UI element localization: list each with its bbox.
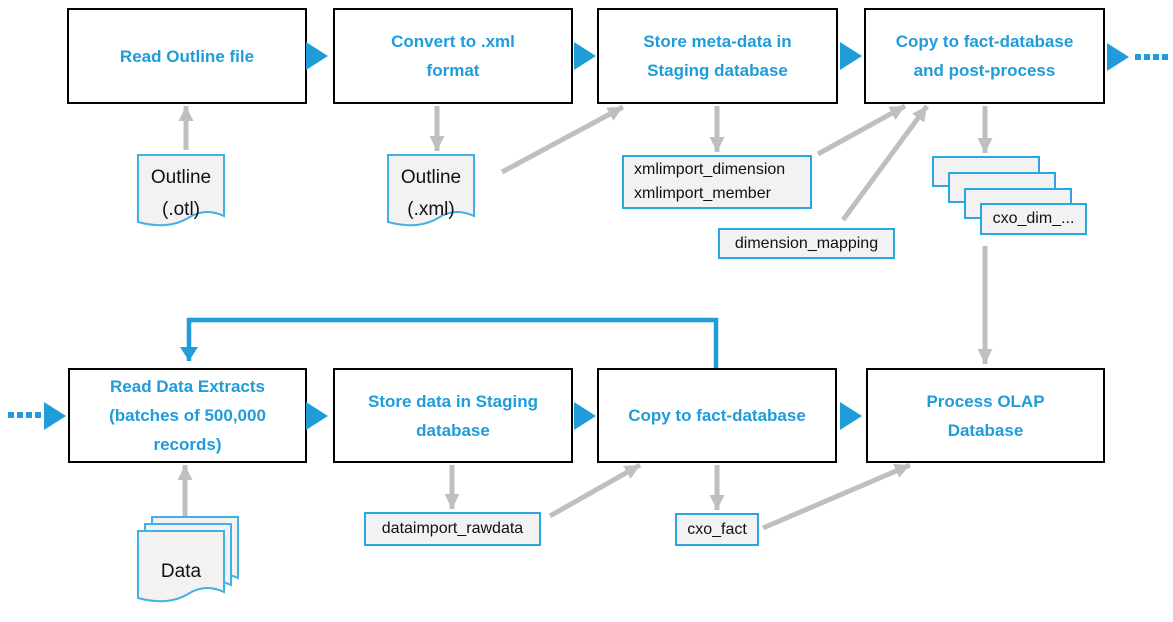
process-label: Convert to .xml [391, 32, 515, 51]
table-label: cxo_fact [687, 520, 747, 538]
process-label: (batches of 500,000 [109, 406, 266, 425]
flow-triangle-icon [574, 402, 596, 430]
document-label: Outline [400, 167, 462, 188]
process-label: Read Outline file [119, 46, 255, 66]
loop-arrow-copy-fact-to-read-extracts [180, 317, 719, 368]
table-cxo-dim: cxo_dim_... [980, 203, 1087, 235]
process-copy-fact-postprocess: Copy to fact-database and post-process [864, 8, 1105, 104]
document-outline-xml: Outline (.xml) [387, 154, 475, 240]
flow-triangle-icon [840, 402, 862, 430]
process-read-outline-file: Read Outline file [67, 8, 307, 104]
process-process-olap-database: Process OLAP Database [866, 368, 1105, 463]
table-label: xmlimport_dimension [634, 161, 786, 178]
continuation-dots-icon [8, 412, 41, 418]
document-label: (.otl) [162, 199, 200, 220]
process-label: Process OLAP [926, 391, 1045, 411]
process-label: format [426, 61, 480, 80]
table-dimension-mapping: dimension_mapping [718, 228, 895, 259]
process-copy-fact-database: Copy to fact-database [597, 368, 837, 463]
process-label: Staging database [647, 61, 788, 80]
table-label: xmlimport_member [634, 185, 771, 202]
process-store-data-staging: Store data in Staging database [333, 368, 573, 463]
arrow-dataimport-to-copy-fact [548, 462, 642, 519]
table-dataimport-rawdata: dataimport_rawdata [364, 512, 541, 546]
process-label: Copy to fact-database [895, 32, 1074, 51]
process-label: Read Data Extracts [110, 377, 265, 396]
table-cxo-fact: cxo_fact [675, 513, 759, 546]
document-label: Outline [150, 167, 212, 188]
process-label: Store data in Staging [367, 391, 539, 411]
arrow-xml-doc-to-store-metadata [500, 104, 625, 175]
table-label: dataimport_rawdata [381, 520, 524, 537]
document-label: (.xml) [407, 199, 455, 220]
document-icon [137, 154, 225, 227]
process-label: and post-process [913, 61, 1056, 80]
table-label: cxo_dim_... [992, 210, 1075, 227]
document-data-stack: Data [137, 516, 241, 622]
document-outline-otl: Outline (.otl) [137, 154, 225, 240]
arrow-xmlimport-to-copy-fact [816, 103, 907, 157]
process-label: database [416, 420, 490, 440]
process-label: Copy to fact-database [628, 406, 806, 425]
table-label: dimension_mapping [734, 234, 879, 252]
flow-triangle-icon [306, 402, 328, 430]
arrow-cxo-fact-to-process-olap [762, 462, 911, 531]
flow-triangle-icon [840, 42, 862, 70]
flow-triangle-icon [574, 42, 596, 70]
process-read-data-extracts: Read Data Extracts (batches of 500,000 r… [68, 368, 307, 463]
flow-triangle-icon [44, 402, 66, 430]
process-store-metadata-staging: Store meta-data in Staging database [597, 8, 838, 104]
process-label: Database [947, 420, 1024, 440]
flow-triangle-icon [1107, 43, 1129, 71]
document-stack-icon [137, 516, 239, 603]
document-icon [387, 154, 475, 227]
process-convert-to-xml: Convert to .xml format [333, 8, 573, 104]
flow-triangle-icon [306, 42, 328, 70]
arrow-dimension-mapping-to-copy-fact [840, 104, 930, 222]
process-label: Store meta-data in [643, 32, 792, 51]
continuation-dots-icon [1135, 54, 1168, 60]
process-label: records) [153, 435, 222, 454]
document-label: Data [160, 561, 202, 582]
table-xmlimport: xmlimport_dimension xmlimport_member [622, 155, 812, 209]
